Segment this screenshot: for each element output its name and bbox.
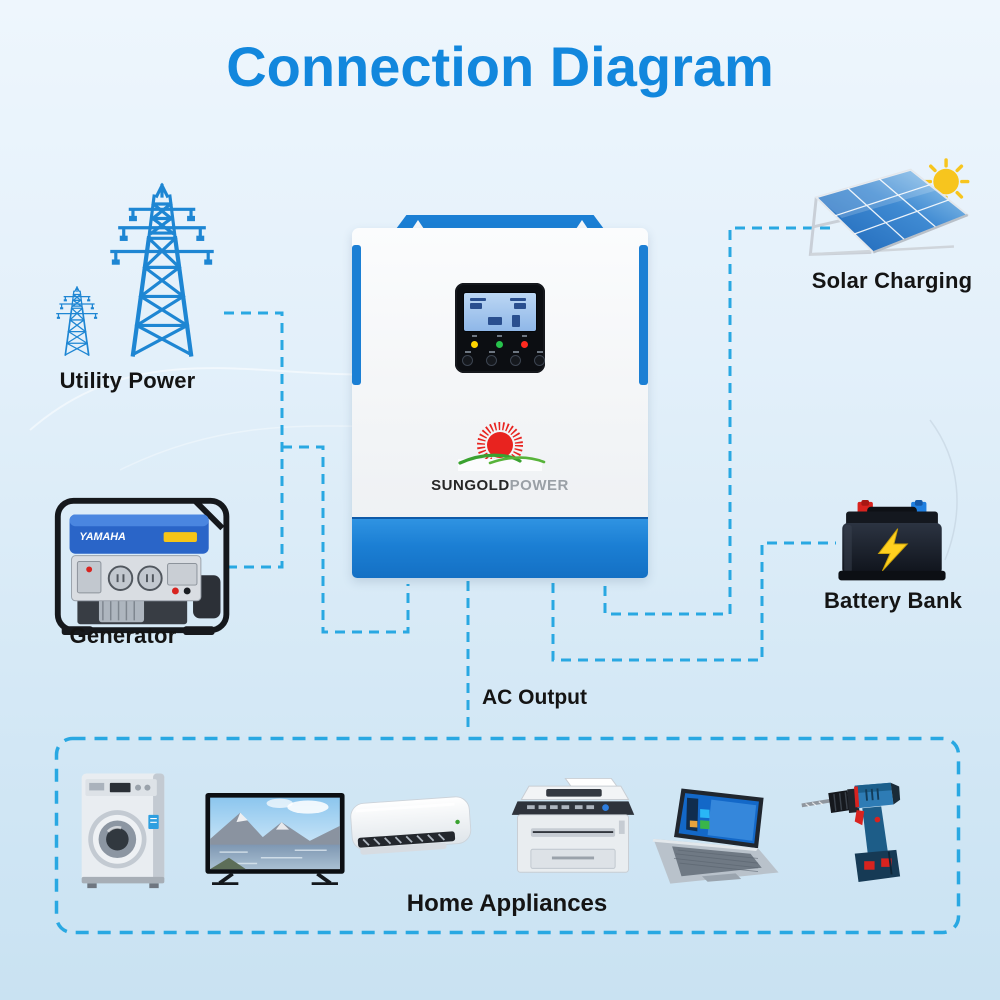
button-esc[interactable] [462,351,473,366]
air-conditioner-icon [350,796,472,855]
printer-icon [511,777,635,873]
inverter-left-stripe [352,245,361,385]
ac-output-label: AC Output [482,686,587,709]
generator-brand: YAMAHA [79,531,125,543]
inverter-right-stripe [639,245,648,385]
utility-power-label: Utility Power [59,368,196,393]
page-title: Connection Diagram [226,35,774,98]
lcd-screen [463,292,537,332]
inverter-body: SUNGOLDPOWER [352,228,648,578]
inverter-device: SUNGOLDPOWER [352,215,648,578]
button-up[interactable] [486,351,497,366]
television-icon [205,792,345,886]
solar-charging-icon [808,158,970,256]
led-green [496,335,503,348]
led-red [521,335,528,348]
sungold-logo: SUNGOLDPOWER [352,421,648,494]
washing-machine-icon [81,773,165,889]
power-drill-icon [801,782,901,882]
utility-power-small-icon [50,286,104,356]
led-yellow [471,335,478,348]
generator-label: Generator [69,623,177,648]
button-down[interactable] [510,351,521,366]
solar-charging-label: Solar Charging [811,268,973,293]
utility-power-icon [96,182,228,358]
sun-logo-icon [458,422,546,471]
home-appliances-label: Home Appliances [406,890,608,917]
generator-icon: YAMAHA [54,497,230,636]
battery-bank-icon [838,500,946,581]
battery-bank-label: Battery Bank [823,588,963,613]
inverter-control-panel [455,283,545,373]
sun-icon [922,158,970,205]
button-enter[interactable] [534,351,545,366]
inverter-bottom-panel [352,517,648,578]
brand-text: SUNGOLDPOWER [431,477,569,494]
inverter-mount-bracket [396,215,604,229]
laptop-icon [652,788,779,884]
